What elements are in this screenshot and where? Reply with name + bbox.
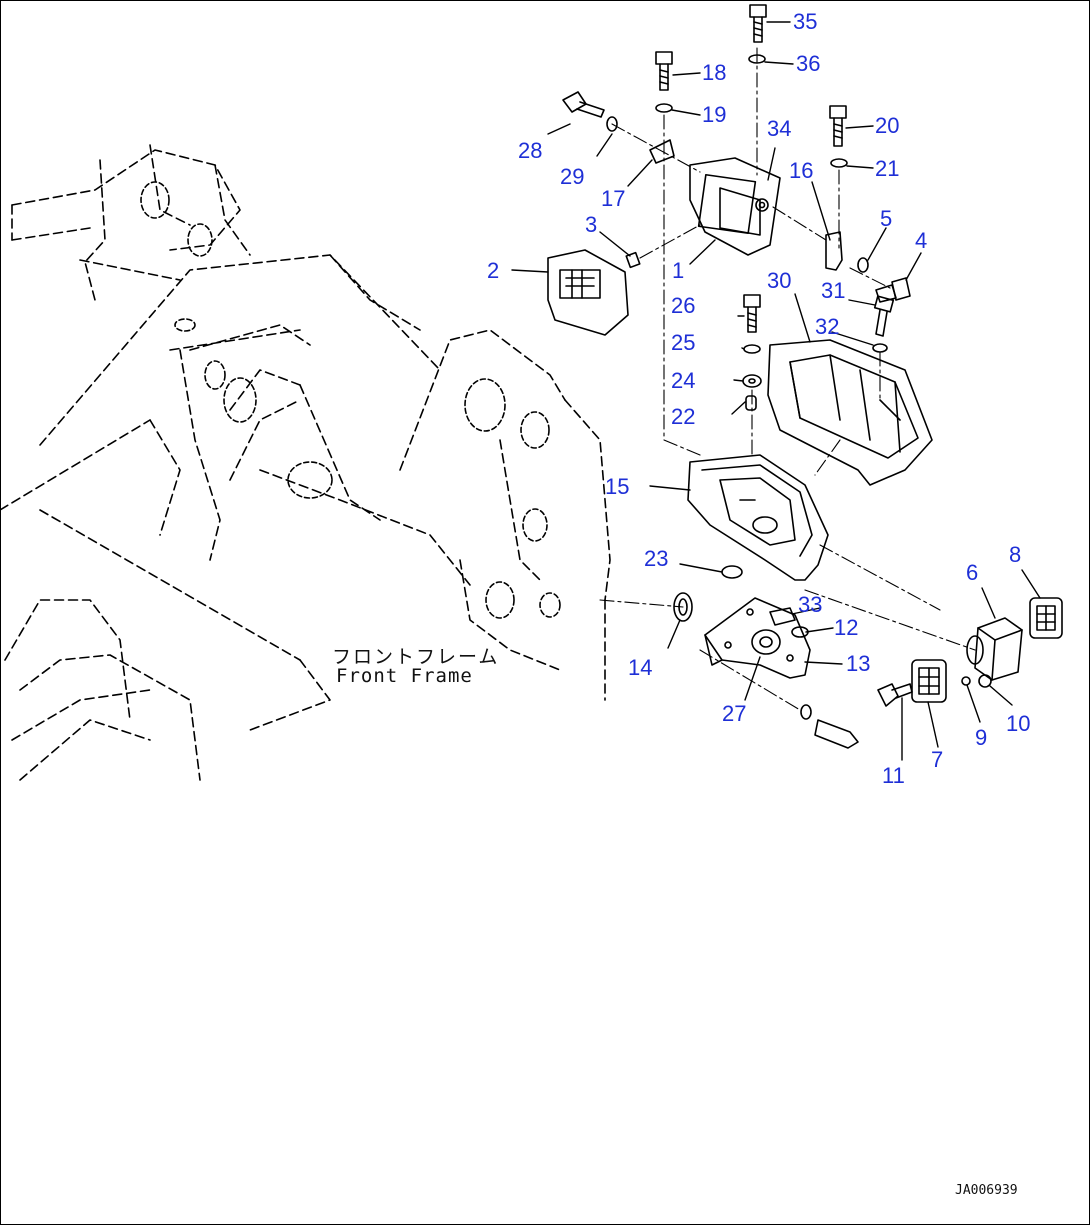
part-23-cap [721,565,743,579]
part-10-nut [978,674,992,688]
part-35-bolt [749,4,767,43]
part-22-spacer [745,395,757,411]
part-18-bolt [655,51,673,91]
callout-1: 1 [672,258,685,283]
part-3-screw [625,251,641,269]
part-30-guard [767,339,933,486]
callout-31: 31 [821,278,846,303]
callout-29: 29 [560,164,585,189]
part-24-nut [742,374,762,388]
part-9-washer [961,676,971,686]
part-8-cover [1029,597,1063,639]
callout-20: 20 [875,113,900,138]
callout-6: 6 [966,560,979,585]
callout-33: 33 [798,592,823,617]
part-21-washer [830,158,848,168]
callout-15: 15 [605,474,630,499]
part-28-bolt [562,91,605,118]
callout-32: 32 [815,314,840,339]
part-19-washer [655,103,673,113]
callout-28: 28 [518,138,543,163]
part-29-washer [606,116,618,132]
part-bolt-lower [800,704,859,749]
front-frame-outline [0,144,611,781]
callout-12: 12 [834,615,859,640]
callout-8: 8 [1009,542,1022,567]
callout-leaders [511,21,1041,761]
callout-11: 11 [882,763,905,788]
part-17-clip [649,139,675,164]
callout-30: 30 [767,268,792,293]
part-20-bolt [829,105,847,147]
callout-19: 19 [702,102,727,127]
callout-22: 22 [671,404,696,429]
callout-5: 5 [880,206,893,231]
part-2-lens-cover [547,249,629,336]
callout-18: 18 [702,60,727,85]
callout-34: 34 [767,116,792,141]
part-11-bolt [877,683,913,707]
assembly-center-lines [599,47,976,711]
part-32-washer [872,343,888,353]
part-16-clip [825,231,843,271]
callout-24: 24 [671,368,696,393]
callout-16: 16 [789,158,814,183]
callout-23: 23 [644,546,669,571]
callout-4: 4 [915,228,928,253]
callout-36: 36 [796,51,821,76]
part-6-switch-box [966,617,1023,681]
drawing-code: JA006939 [955,1183,1018,1198]
callout-7: 7 [931,747,944,772]
part-5-washer [857,257,869,273]
callout-25: 25 [671,330,696,355]
callout-35: 35 [793,9,818,34]
front-frame-caption-en: Front Frame [336,665,473,687]
callout-27: 27 [722,701,747,726]
callout-10: 10 [1006,711,1031,736]
part-31-bolt [873,295,895,337]
callout-21: 21 [875,156,900,181]
frame-holes [140,181,561,619]
callout-3: 3 [585,212,598,237]
part-33-bolt [769,607,796,626]
callout-17: 17 [601,186,626,211]
front-frame-caption-jp: フロントフレーム [332,646,500,668]
callout-9: 9 [975,725,988,750]
callout-13: 13 [846,651,871,676]
part-25-washer [743,344,761,354]
part-13-base-plate [704,597,811,679]
part-26-bolt [743,294,761,333]
part-15-bracket [687,454,829,581]
part-7-cover [911,659,947,703]
callout-2: 2 [487,258,500,283]
callout-14: 14 [628,655,653,680]
part-4-bolt [875,277,911,303]
part-1-lamp-housing [689,157,781,256]
callout-26: 26 [671,293,696,318]
